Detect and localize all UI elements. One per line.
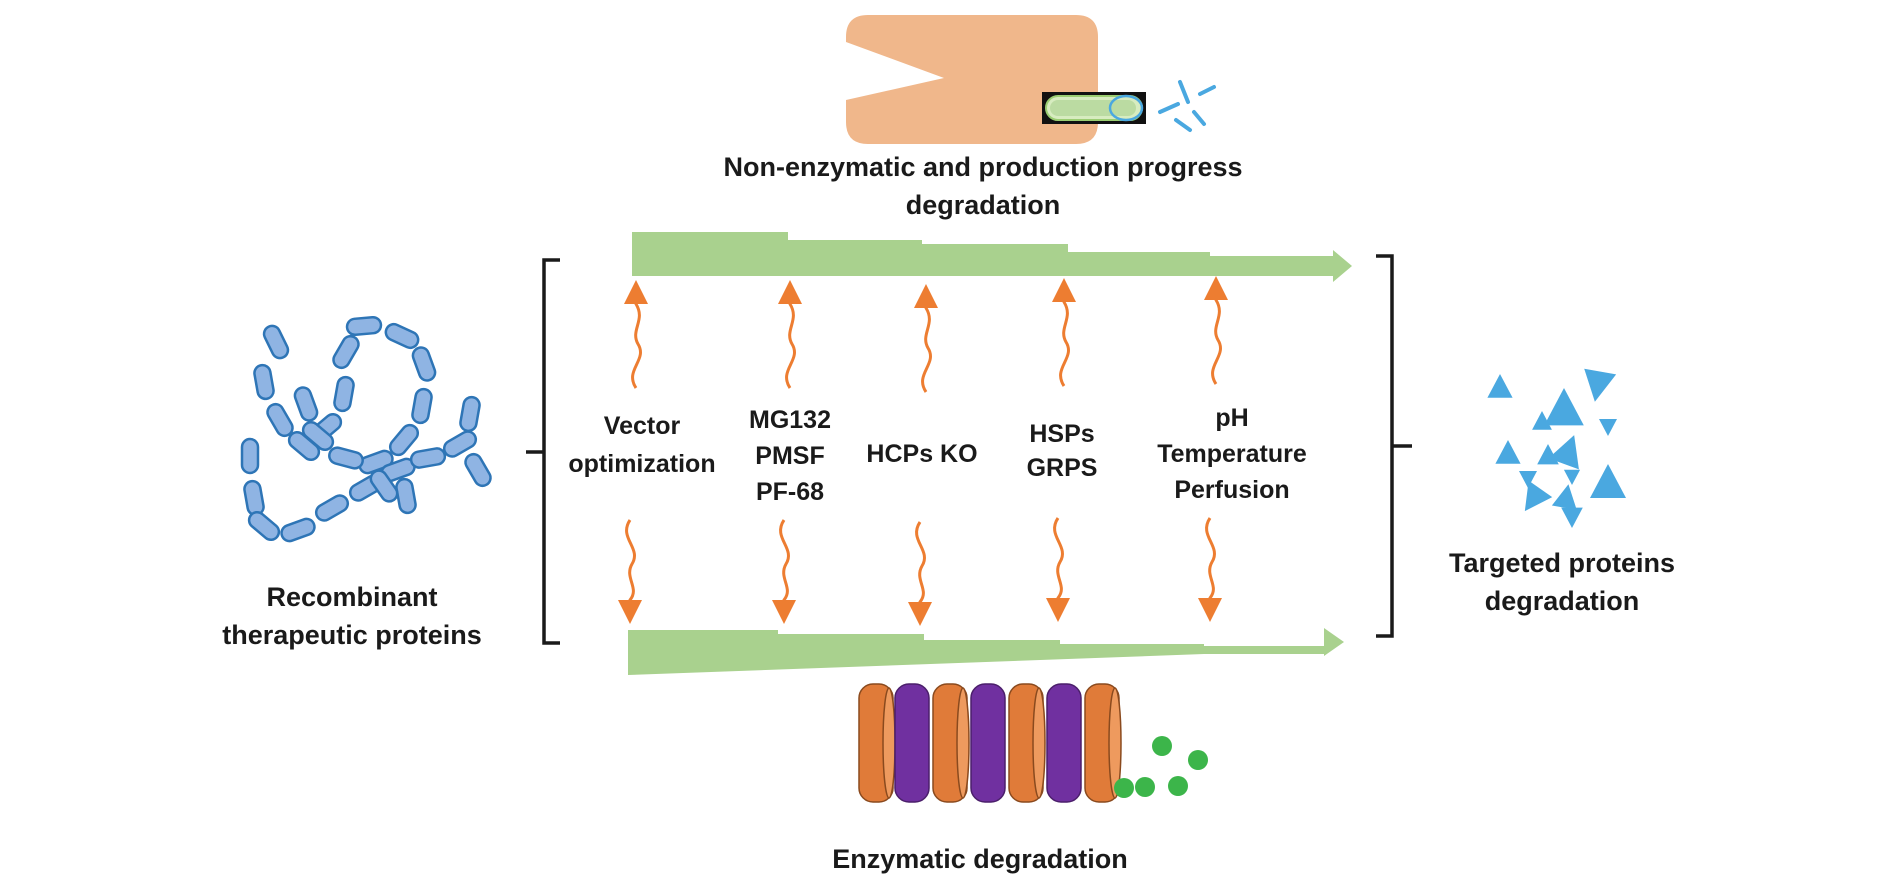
bottom-degradation-arrow — [628, 628, 1344, 675]
proteasome-ring — [1046, 683, 1082, 803]
right-label-line1: Targeted proteins — [1449, 548, 1675, 578]
protein-segment — [240, 437, 260, 475]
protein-segment — [247, 510, 281, 542]
squiggle-down-arrow — [625, 519, 636, 606]
proteasome-ring-face — [956, 687, 970, 799]
fragment-burst-icon — [1158, 80, 1216, 132]
fragment-triangle — [1495, 440, 1521, 464]
protein-segment — [266, 402, 294, 438]
fragment-triangle — [1548, 435, 1579, 470]
protein-segment — [459, 395, 481, 433]
arrowheads-down — [618, 598, 1222, 626]
protein-segment — [301, 420, 335, 452]
proteasome-ring — [970, 683, 1006, 803]
protein-segment — [243, 479, 265, 517]
strategy-process-line2: Temperature — [1157, 440, 1307, 468]
protein-segment — [411, 387, 433, 425]
right-label-line2: degradation — [1485, 586, 1640, 616]
squiggle-down-arrow — [1053, 517, 1064, 604]
proteasome-icon — [858, 683, 1122, 803]
fragment-triangle — [1563, 469, 1581, 485]
production-machine-icon — [846, 15, 1146, 144]
squiggle-up-arrow — [921, 302, 932, 393]
fragment-triangle — [1551, 484, 1577, 510]
left-label-line2: therapeutic proteins — [222, 620, 482, 650]
fragment-triangle — [1544, 388, 1584, 426]
protein-segment — [442, 430, 478, 458]
protein-segment — [388, 423, 420, 457]
protein-segment — [464, 452, 492, 488]
top-degradation-arrow — [632, 232, 1352, 282]
protein-segment — [395, 477, 417, 515]
protein-segment — [369, 469, 399, 503]
left-label-line1: Recombinant — [266, 582, 437, 612]
squiggle-up-arrow — [1211, 294, 1222, 385]
protein-fragments-icon — [1487, 368, 1626, 528]
protein-segment — [328, 446, 364, 470]
squiggle-down-arrow — [915, 521, 926, 608]
protein-segment — [409, 447, 447, 469]
squiggle-down-arrow — [779, 519, 790, 606]
strategy-inhibitors-line1: MG132 — [749, 406, 831, 434]
protein-segment — [384, 322, 420, 350]
peptide-dots-icon — [1114, 736, 1208, 798]
protein-segment — [280, 517, 316, 543]
strategy-process-line1: pH — [1215, 404, 1248, 432]
strategy-hsps-line1: HSPs — [1029, 420, 1094, 448]
protein-segment — [293, 386, 319, 422]
protein-segment — [314, 494, 350, 522]
squiggle-down-arrow — [1205, 517, 1216, 604]
left-bracket — [526, 258, 560, 645]
protein-segment — [345, 315, 383, 337]
fragment-triangle — [1519, 471, 1537, 488]
protein-segment — [253, 363, 275, 401]
protein-segment — [333, 375, 355, 413]
protein-segment — [332, 334, 360, 370]
fragment-triangle — [1561, 507, 1583, 528]
strategy-vector-line2: optimization — [568, 450, 715, 478]
right-bracket — [1376, 254, 1412, 638]
bottom-label: Enzymatic degradation — [832, 844, 1128, 874]
proteasome-ring-face — [1032, 687, 1046, 799]
proteasome-ring — [894, 683, 930, 803]
strategy-vector-line1: Vector — [604, 412, 681, 440]
protein-chain-icon — [240, 315, 492, 543]
squiggle-up-arrow — [1059, 296, 1070, 387]
inhibition-arrows-down — [625, 517, 1216, 608]
arrowheads-up — [624, 276, 1228, 308]
top-label-line2: degradation — [906, 190, 1061, 220]
inhibition-arrows-up — [631, 294, 1222, 393]
proteasome-ring-face — [1108, 687, 1122, 799]
strategy-hsps-line2: GRPS — [1027, 454, 1098, 482]
protein-segment — [262, 324, 290, 360]
proteasome-ring-face — [882, 687, 896, 799]
fragment-triangle — [1487, 374, 1513, 398]
strategy-inhibitors-line2: PMSF — [755, 442, 824, 470]
top-label-line1: Non-enzymatic and production progress — [723, 152, 1242, 182]
strategy-inhibitors-line3: PF-68 — [756, 478, 824, 506]
fragment-triangle — [1599, 419, 1617, 436]
fragment-triangle — [1584, 368, 1617, 402]
strategy-hcps-ko: HCPs KO — [866, 440, 977, 468]
squiggle-up-arrow — [631, 298, 642, 389]
protein-segment — [411, 346, 437, 382]
strategy-process-line3: Perfusion — [1174, 476, 1289, 504]
squiggle-up-arrow — [785, 298, 796, 389]
fragment-triangle — [1590, 464, 1626, 498]
fragment-triangle — [1524, 480, 1553, 512]
